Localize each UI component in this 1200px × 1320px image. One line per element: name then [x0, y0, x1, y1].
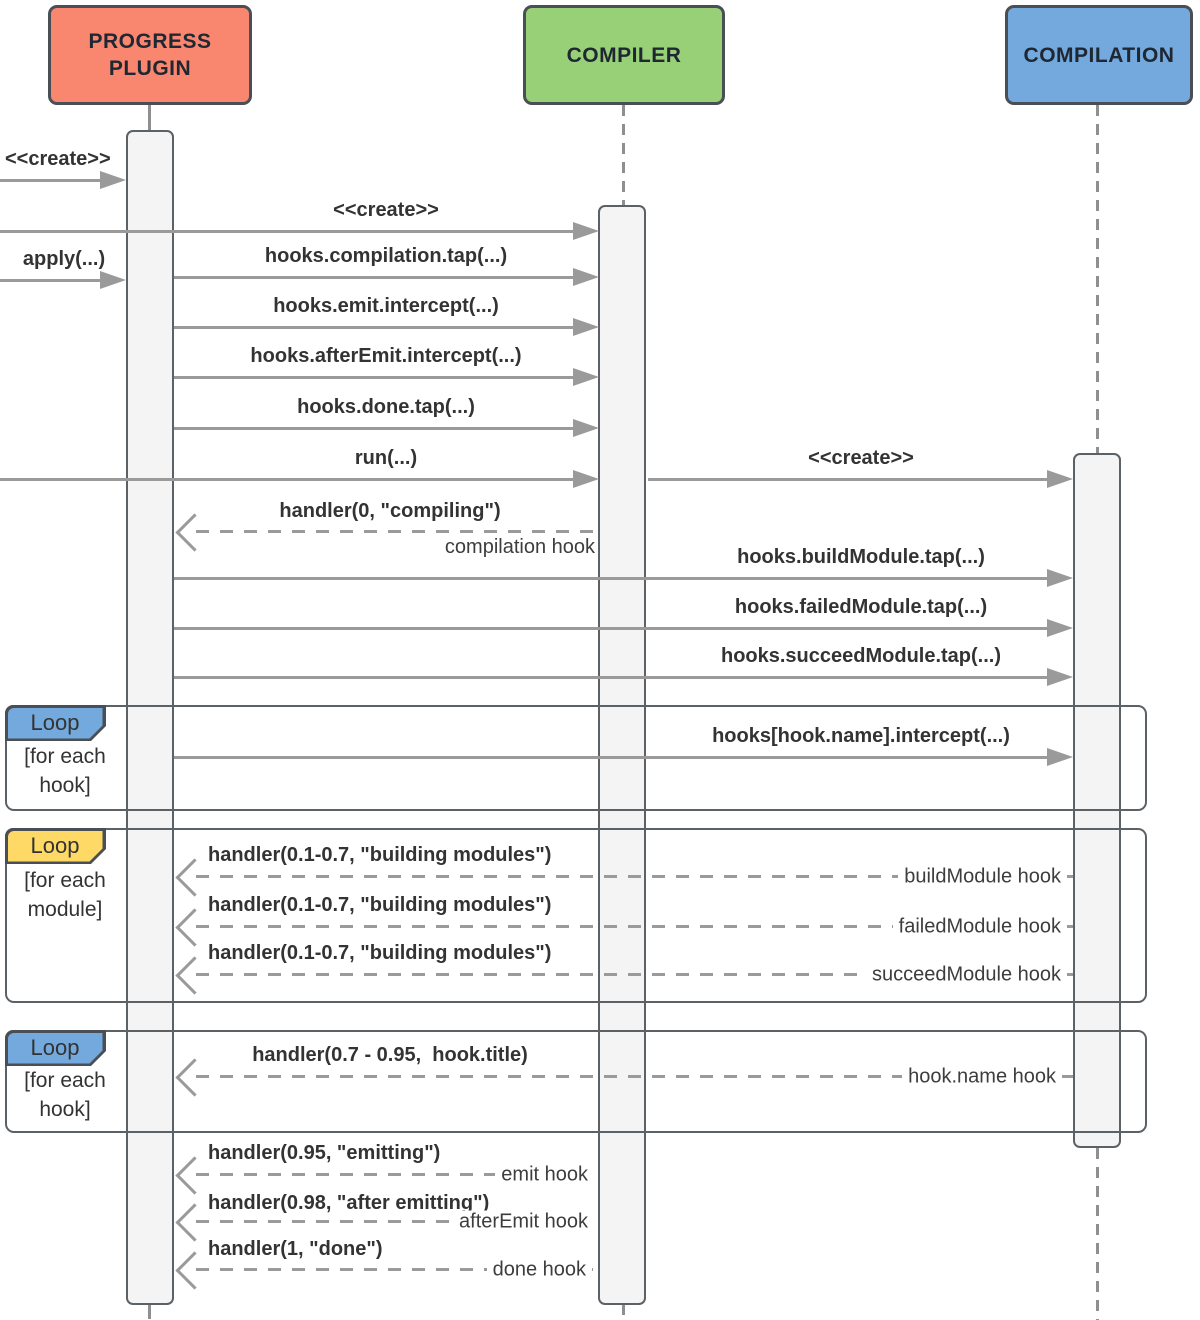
message-label-failedmodule-tap: hooks.failedModule.tap(...) [734, 596, 988, 618]
message-line-afteremit-intercept [174, 376, 573, 379]
actor-compilation: COMPILATION [1005, 5, 1193, 105]
arrowhead-icon [573, 419, 599, 437]
loop-condition-2-line1: [for each [24, 869, 106, 892]
message-label-handler-building-3: handler(0.1-0.7, "building modules") [208, 942, 552, 964]
loop-condition-3: [for each hook] [5, 1066, 125, 1124]
lifeline-compilation-bottom [1096, 1148, 1099, 1320]
lifeline-compiler-top [622, 105, 625, 206]
lifeline-progress-plugin-top [148, 105, 151, 131]
lifeline-compilation-top [1096, 105, 1099, 454]
message-line-apply [0, 279, 100, 282]
message-line-succeedmodule-tap [174, 676, 1047, 679]
message-line-hook-intercept [174, 756, 1047, 759]
message-line-run [0, 478, 573, 481]
loop-condition-3-line1: [for each [24, 1069, 106, 1092]
loop-condition-2: [for each module] [5, 866, 125, 924]
message-line-create-compilation [648, 478, 1047, 481]
loop-condition-2-line2: module] [27, 898, 103, 921]
message-line-emit-intercept [174, 326, 573, 329]
message-line-handler-done [196, 1268, 598, 1271]
message-label-handler-compiling: handler(0, "compiling") [279, 500, 501, 522]
arrowhead-icon [573, 222, 599, 240]
message-label-hook-intercept: hooks[hook.name].intercept(...) [712, 725, 1010, 747]
message-line-compilation-tap [174, 276, 573, 279]
message-label-buildmodule-tap: hooks.buildModule.tap(...) [737, 546, 985, 568]
message-label-apply: apply(...) [22, 248, 106, 270]
message-label-emit-intercept: hooks.emit.intercept(...) [273, 295, 499, 317]
loop-tab-3-label: Loop [8, 1033, 103, 1064]
message-line-handler-emitting [196, 1173, 598, 1176]
arrowhead-icon [1047, 748, 1073, 766]
message-label-compilation-tap: hooks.compilation.tap(...) [264, 245, 508, 267]
hook-label-done: done hook [486, 1258, 592, 1282]
message-line-handler-after-emitting [196, 1220, 598, 1223]
message-line-create-compiler [0, 230, 573, 233]
arrowhead-icon [1047, 619, 1073, 637]
message-line-handler-hook-title [196, 1075, 1073, 1078]
actor-progress-plugin: PROGRESS PLUGIN [48, 5, 252, 105]
message-line-handler-compiling [196, 530, 598, 533]
loop-frame-for-each-module [5, 828, 1147, 1003]
message-label-done-tap: hooks.done.tap(...) [297, 396, 475, 418]
actor-compiler: COMPILER [523, 5, 725, 105]
message-label-afteremit-intercept: hooks.afterEmit.intercept(...) [250, 345, 522, 367]
hook-label-failedmodule: failedModule hook [892, 915, 1067, 939]
message-line-buildmodule-tap [174, 577, 1047, 580]
message-line-handler-building-2 [196, 925, 1073, 928]
message-label-create-compilation: <<create>> [808, 447, 914, 469]
lifeline-progress-plugin-bottom [148, 1304, 151, 1319]
message-label-handler-hook-title: handler(0.7 - 0.95, hook.title) [252, 1044, 528, 1066]
message-label-succeedmodule-tap: hooks.succeedModule.tap(...) [720, 645, 1002, 667]
message-label-create-pp: <<create>> [5, 148, 111, 170]
message-label-handler-building-2: handler(0.1-0.7, "building modules") [208, 894, 552, 916]
hook-label-emit: emit hook [495, 1163, 594, 1187]
activation-progress-plugin [126, 130, 174, 1305]
hook-label-hook-name: hook.name hook [902, 1065, 1062, 1089]
message-line-failedmodule-tap [174, 627, 1047, 630]
loop-condition-1-line1: [for each [24, 745, 106, 768]
hook-label-compilation: compilation hook [444, 536, 595, 558]
arrowhead-icon [1047, 668, 1073, 686]
arrowhead-icon [573, 470, 599, 488]
arrowhead-icon [100, 171, 126, 189]
activation-compiler [598, 205, 646, 1305]
arrowhead-icon [573, 268, 599, 286]
arrowhead-icon [100, 271, 126, 289]
hook-label-buildmodule: buildModule hook [898, 865, 1067, 889]
activation-compilation [1073, 453, 1121, 1148]
loop-frame-for-each-hook-2 [5, 1030, 1147, 1133]
loop-condition-1-line2: hook] [39, 774, 91, 797]
loop-frame-for-each-hook-1 [5, 705, 1147, 811]
message-line-create-pp [0, 179, 100, 182]
message-label-handler-building-1: handler(0.1-0.7, "building modules") [208, 844, 552, 866]
loop-condition-1: [for each hook] [5, 742, 125, 800]
message-label-create-compiler: <<create>> [333, 199, 439, 221]
arrowhead-icon [1047, 470, 1073, 488]
loop-tab-2-label: Loop [8, 831, 103, 862]
hook-label-succeedmodule: succeedModule hook [865, 963, 1067, 987]
loop-tab-1-label: Loop [8, 708, 103, 739]
arrowhead-icon [573, 318, 599, 336]
message-label-run: run(...) [354, 447, 418, 469]
arrowhead-icon [1047, 569, 1073, 587]
hook-label-afteremit: afterEmit hook [453, 1210, 594, 1234]
message-line-done-tap [174, 427, 573, 430]
message-line-handler-building-3 [196, 973, 1073, 976]
message-line-handler-building-1 [196, 875, 1073, 878]
return-arrow-icon [175, 513, 214, 552]
message-label-handler-emitting: handler(0.95, "emitting") [208, 1142, 441, 1164]
message-label-handler-after-emitting: handler(0.98, "after emitting") [208, 1192, 490, 1214]
message-label-handler-done: handler(1, "done") [208, 1238, 383, 1260]
lifeline-compiler-bottom [622, 1304, 625, 1319]
arrowhead-icon [573, 368, 599, 386]
loop-condition-3-line2: hook] [39, 1098, 91, 1121]
